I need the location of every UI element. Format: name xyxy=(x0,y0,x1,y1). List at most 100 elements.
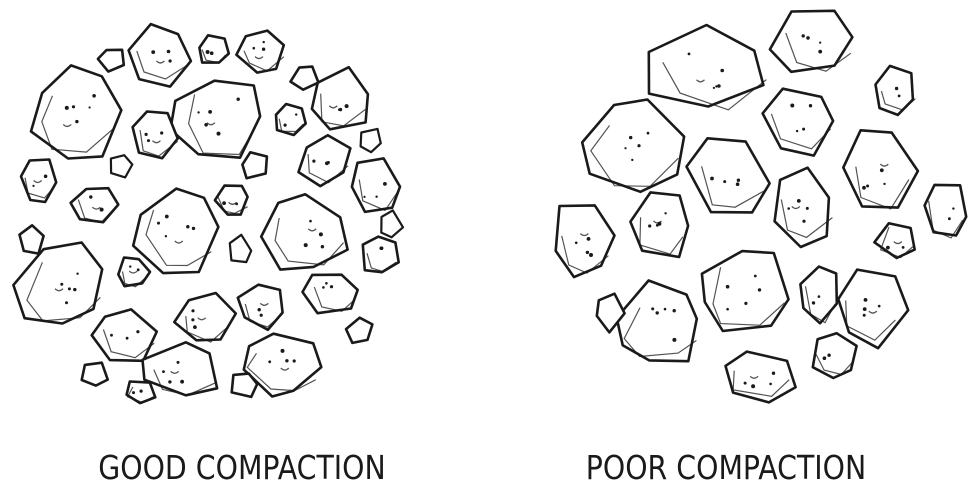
good-stone-speckle xyxy=(132,391,135,394)
poor-stone-speckle xyxy=(688,53,691,56)
good-stone xyxy=(98,50,124,72)
poor-stone-speckle xyxy=(880,168,884,172)
poor-stone-speckle xyxy=(886,246,890,250)
poor-stone-speckle xyxy=(802,34,805,37)
poor-compaction-illustration xyxy=(484,0,968,440)
good-stone-speckle xyxy=(65,106,69,110)
good-stone xyxy=(31,65,121,158)
good-stone xyxy=(20,225,44,253)
good-stone-outline xyxy=(303,275,358,314)
good-stone-speckle xyxy=(304,243,308,247)
good-stone xyxy=(21,160,56,203)
good-stone-speckle xyxy=(151,50,155,54)
poor-stone-outline xyxy=(770,11,853,72)
good-stone-speckle xyxy=(32,185,34,187)
good-stone xyxy=(129,24,191,87)
poor-stone xyxy=(630,192,688,257)
poor-stone-speckle xyxy=(866,185,869,188)
good-stone-speckle xyxy=(281,349,285,353)
good-stone-speckle xyxy=(222,201,226,205)
good-stone xyxy=(276,104,306,135)
poor-stone-speckle xyxy=(586,251,589,254)
good-stone xyxy=(291,67,319,90)
poor-stone-speckle xyxy=(864,298,868,302)
good-stone-speckle xyxy=(191,309,194,312)
good-stone-outline xyxy=(170,81,260,158)
good-stone-speckle xyxy=(60,283,63,286)
good-stone-speckle xyxy=(186,225,189,228)
good-stone-speckle xyxy=(165,215,169,219)
good-stone-outline xyxy=(92,309,157,360)
good-stone-outline xyxy=(363,237,399,273)
good-stone-outline xyxy=(111,155,132,177)
poor-stone-speckle xyxy=(631,159,633,161)
poor-stone-speckle xyxy=(737,179,740,182)
poor-stone-speckle xyxy=(624,147,626,149)
poor-stone-speckle xyxy=(802,220,805,223)
good-stone-speckle xyxy=(126,337,129,340)
poor-stone xyxy=(925,185,967,238)
good-stone xyxy=(312,67,368,129)
poor-stone-speckle xyxy=(664,308,667,311)
poor-stone-outline xyxy=(702,251,789,331)
poor-stone-speckle xyxy=(772,372,775,375)
poor-stone-outline xyxy=(874,223,914,258)
good-stone-outline xyxy=(361,129,381,152)
good-stone-speckle xyxy=(73,288,76,291)
good-stone-speckle xyxy=(75,120,78,123)
poor-stone-speckle xyxy=(787,207,790,210)
good-stone-outline xyxy=(230,235,251,262)
poor-stone-speckle xyxy=(648,224,651,227)
poor-stone xyxy=(838,270,908,349)
poor-stone-outline xyxy=(800,267,836,324)
good-stone-outline xyxy=(242,152,267,178)
poor-stone-speckle xyxy=(862,186,866,190)
poor-stone xyxy=(800,267,836,324)
good-stone xyxy=(143,342,218,395)
good-stone-outline xyxy=(276,104,306,135)
good-stone-speckle xyxy=(210,51,214,55)
poor-stone-speckle xyxy=(898,95,901,98)
good-stone xyxy=(82,363,108,386)
good-stone-outline xyxy=(352,158,400,212)
good-stone-speckle xyxy=(191,318,194,321)
good-stone-speckle xyxy=(76,273,78,275)
good-stone xyxy=(92,309,157,360)
good-stone-speckle xyxy=(380,246,384,250)
poor-stone-outline xyxy=(763,89,834,156)
good-stone-speckle xyxy=(319,232,323,236)
good-stone-speckle xyxy=(309,220,312,223)
poor-stone xyxy=(876,66,916,115)
good-stone xyxy=(236,31,284,73)
poor-stone-speckle xyxy=(827,354,830,357)
poor-stone-speckle xyxy=(726,285,730,289)
poor-stone xyxy=(843,130,918,209)
good-compaction-illustration xyxy=(0,0,484,440)
good-stone-outline xyxy=(133,189,218,274)
good-stone-speckle xyxy=(160,131,163,134)
poor-stone-speckle xyxy=(758,288,761,291)
good-stone-speckle xyxy=(192,227,195,230)
good-stone-speckle xyxy=(140,390,143,393)
good-stone-speckle xyxy=(312,160,315,163)
good-stone-speckle xyxy=(262,48,265,51)
poor-stone-speckle xyxy=(948,217,951,220)
good-stone-speckle xyxy=(169,59,172,62)
good-stone-speckle xyxy=(167,50,171,54)
poor-stone-speckle xyxy=(754,275,757,278)
poor-stone-speckle xyxy=(797,199,801,203)
good-stone-speckle xyxy=(325,161,329,165)
good-stone-outline xyxy=(174,293,236,340)
poor-stone-speckle xyxy=(744,302,747,305)
poor-stone-speckle xyxy=(878,305,881,308)
good-stone-speckle xyxy=(208,110,212,114)
poor-stone-speckle xyxy=(806,36,810,40)
good-stone-speckle xyxy=(206,50,210,54)
good-stone-speckle xyxy=(258,308,261,311)
good-stone xyxy=(133,112,178,159)
good-stone xyxy=(199,35,228,62)
good-stone-speckle xyxy=(110,334,113,337)
poor-stone-outline xyxy=(813,333,857,378)
poor-stone-speckle xyxy=(895,87,898,90)
poor-stone-speckle xyxy=(647,132,650,135)
